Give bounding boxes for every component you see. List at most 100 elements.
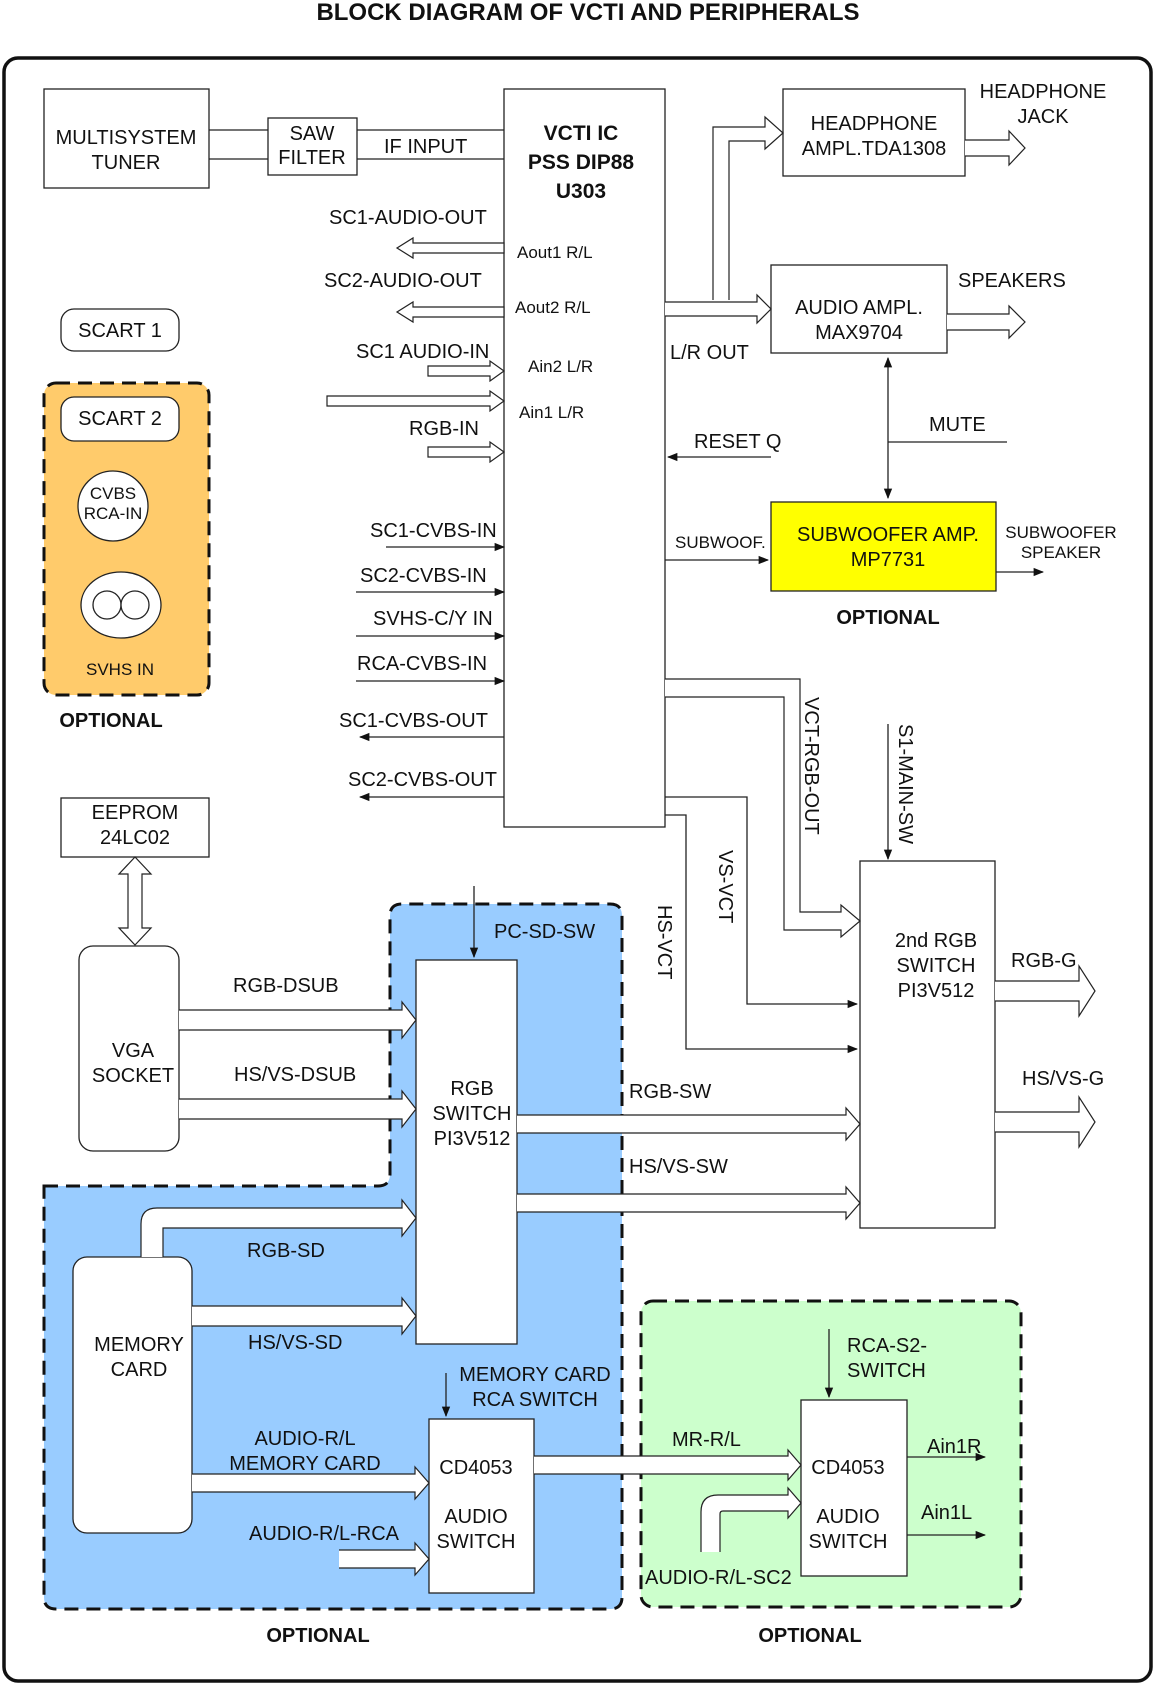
hs-vct-line — [665, 814, 859, 1054]
audio-rl-rca-arrow — [339, 1541, 430, 1577]
vct-rgb-out-label: VCT-RGB-OUT — [800, 697, 822, 835]
audio-amp-label: AUDIO AMPL. — [795, 297, 923, 319]
svhs-cy-in-label: SVHS-C/Y IN — [373, 608, 493, 630]
speakers-label: SPEAKERS — [958, 270, 1066, 292]
rgb-g-label: RGB-G — [1011, 950, 1077, 972]
hsvs-dsub-label: HS/VS-DSUB — [234, 1064, 356, 1086]
audio-rl-mem-arrow — [192, 1465, 430, 1501]
pc-sd-sw-label: PC-SD-SW — [494, 921, 595, 943]
hsvs-g-label: HS/VS-G — [1022, 1068, 1104, 1090]
rgb2-switch-block — [859, 860, 996, 1229]
audio-rl-mem-label: AUDIO-R/L — [254, 1428, 355, 1450]
sc1-cvbs-in-label: SC1-CVBS-IN — [370, 520, 497, 542]
headphone-jack-label: HEADPHONE — [980, 81, 1107, 103]
headphone-jack-arrow — [965, 129, 1026, 167]
s1-main-sw-label: S1-MAIN-SW — [894, 724, 916, 844]
reset-q-label: RESET Q — [694, 431, 781, 453]
rgb-sd-arrow — [140, 1198, 417, 1257]
rgb-switch-label: RGB — [450, 1078, 493, 1100]
mute-label: MUTE — [929, 414, 986, 436]
headphone-amp-label: AMPL.TDA1308 — [802, 138, 947, 160]
sc1-audio-in-label: SC1 AUDIO-IN — [356, 341, 489, 363]
vcti-label: U303 — [556, 180, 606, 203]
vcti-label: PSS DIP88 — [528, 151, 635, 174]
subwoofer-speaker-label: SUBWOOFER — [1005, 523, 1116, 542]
rca-cvbs-in-label: RCA-CVBS-IN — [357, 653, 487, 675]
vcti-pin-aout1: Aout1 R/L — [517, 243, 593, 262]
eeprom-block — [60, 797, 210, 858]
vga-socket-label: SOCKET — [92, 1065, 174, 1087]
sc1-cvbs-out-label: SC1-CVBS-OUT — [339, 710, 488, 732]
sc2-cvbs-in-label: SC2-CVBS-IN — [360, 565, 487, 587]
hsvs-dsub-arrow — [179, 1089, 417, 1129]
lr-out-label: L/R OUT — [670, 342, 749, 364]
svhs-pin-icon — [92, 590, 122, 620]
tuner-block — [43, 88, 210, 189]
cd4053-a-label: AUDIO — [444, 1506, 507, 1528]
rgb-switch-block — [415, 959, 518, 1345]
hs-vct-label: HS-VCT — [653, 905, 675, 979]
hsvs-sd-label: HS/VS-SD — [248, 1332, 342, 1354]
cd4053-a-block — [428, 1418, 535, 1594]
rgb-sw-arrow — [517, 1106, 861, 1142]
vct-rgb-out-path — [665, 678, 861, 939]
rgb-switch-label: SWITCH — [433, 1103, 512, 1125]
audio-rl-rca-label: AUDIO-R/L-RCA — [249, 1523, 400, 1545]
subwoof-label: SUBWOOF. — [675, 533, 766, 552]
subwoofer-amp-label: MP7731 — [851, 549, 926, 571]
scart1-label: SCART 1 — [78, 320, 162, 342]
rgb-in-arrow — [427, 440, 506, 464]
page-title: BLOCK DIAGRAM OF VCTI AND PERIPHERALS — [316, 0, 859, 26]
headphone-amp-label: HEADPHONE — [811, 113, 938, 135]
optional-label-subwoofer: OPTIONAL — [836, 607, 939, 629]
lr-out-audio-amp-arrow — [665, 293, 772, 325]
vcti-label: VCTI IC — [544, 122, 619, 145]
rca-s2-switch-label: SWITCH — [847, 1360, 926, 1382]
cvbs-rca-jack — [77, 470, 149, 542]
headphone-jack-label: JACK — [1017, 106, 1069, 128]
optional-label-blue: OPTIONAL — [266, 1625, 369, 1647]
rgb2-switch-label: 2nd RGB — [895, 930, 977, 952]
ain1l-label: Ain1L — [921, 1502, 972, 1524]
ain1r-label: Ain1R — [927, 1436, 981, 1458]
vga-socket-block — [78, 945, 180, 1152]
optional-label-green: OPTIONAL — [758, 1625, 861, 1647]
tuner-label: TUNER — [92, 152, 161, 174]
cd4053-b-block — [800, 1399, 908, 1577]
scart2-block — [60, 396, 180, 442]
hsvs-g-arrow — [995, 1094, 1096, 1150]
audio-rl-sc2-label: AUDIO-R/L-SC2 — [645, 1567, 792, 1589]
speakers-arrow — [947, 304, 1026, 340]
rgb2-switch-label: SWITCH — [897, 955, 976, 977]
optional-label-orange: OPTIONAL — [59, 710, 162, 732]
eeprom-vga-bus-arrow — [117, 856, 153, 946]
cvbs-rca-label: RCA-IN — [84, 504, 143, 523]
subwoofer-speaker-label: SPEAKER — [1021, 543, 1101, 562]
rgb2-switch-label: PI3V512 — [898, 980, 975, 1002]
subwoofer-amp-block — [770, 501, 997, 592]
rgb-dsub-label: RGB-DSUB — [233, 975, 339, 997]
audio-amp-block — [770, 264, 948, 354]
sc1-audio-in-arrow — [427, 359, 506, 383]
sc2-cvbs-out-label: SC2-CVBS-OUT — [348, 769, 497, 791]
memory-card-label: MEMORY — [94, 1334, 184, 1356]
rgb-g-arrow — [995, 963, 1096, 1019]
cd4053-a-label: CD4053 — [439, 1457, 512, 1479]
memory-card-label: CARD — [111, 1359, 168, 1381]
hsvs-sw-arrow — [517, 1185, 861, 1221]
saw-filter-label: SAW — [290, 123, 335, 145]
scart1-block — [60, 308, 180, 352]
eeprom-label: 24LC02 — [100, 827, 170, 849]
vcti-pin-aout2: Aout2 R/L — [515, 298, 591, 317]
audio-rl-mem-label: MEMORY CARD — [229, 1453, 381, 1475]
subwoofer-amp-label: SUBWOOFER AMP. — [797, 524, 979, 546]
saw-filter-block — [267, 117, 358, 176]
vcti-pin-ain2: Ain2 L/R — [528, 357, 593, 376]
cd4053-b-label: CD4053 — [811, 1457, 884, 1479]
cd4053-a-label: SWITCH — [437, 1531, 516, 1553]
headphone-amp-block — [782, 88, 966, 177]
rgb-dsub-arrow — [179, 1000, 417, 1040]
hsvs-sw-label: HS/VS-SW — [629, 1156, 728, 1178]
audio-amp-label: MAX9704 — [815, 322, 903, 344]
mem-rca-switch-label: MEMORY CARD — [459, 1364, 611, 1386]
